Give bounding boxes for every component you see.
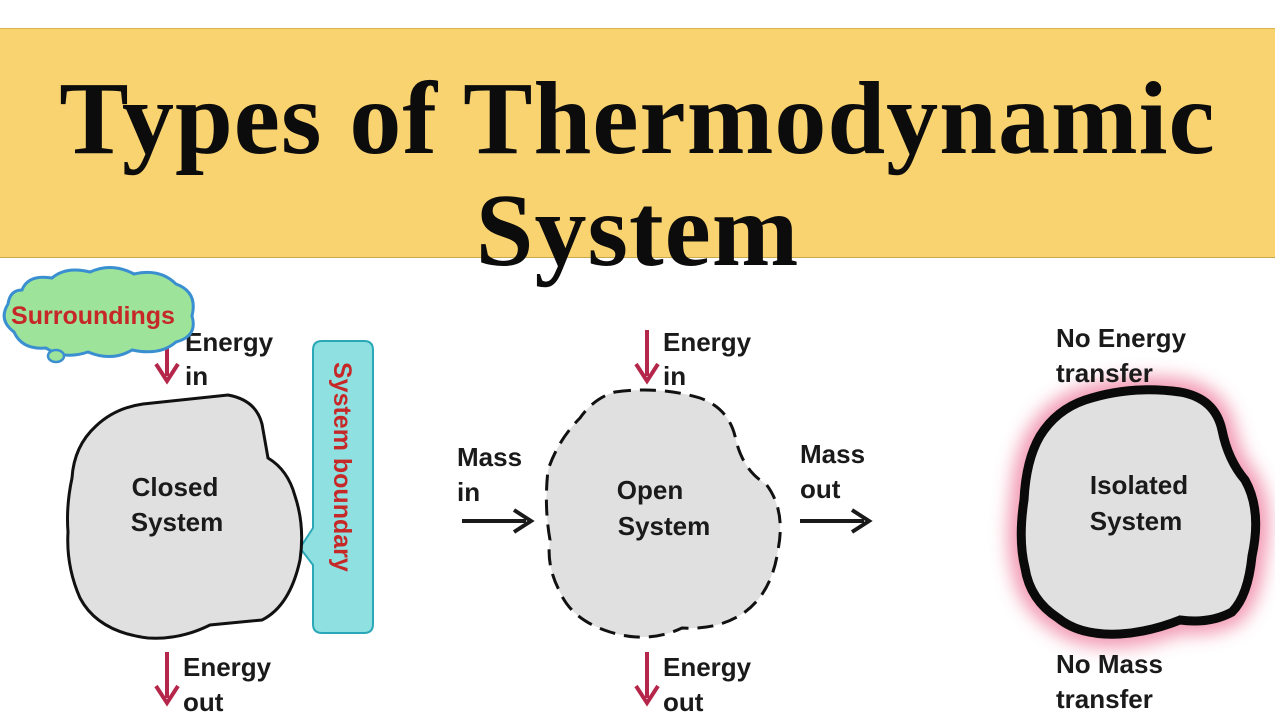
- open-mass-in-label-1: Mass: [457, 442, 522, 472]
- closed-system-label-2: System: [131, 507, 224, 537]
- open-energy-out-label-2: out: [663, 687, 704, 717]
- closed-system-group: System boundary Closed System Energy in …: [66, 327, 374, 717]
- no-energy-transfer-label-1: No Energy: [1056, 323, 1187, 353]
- system-boundary-callout: [298, 340, 374, 634]
- top-strip: [0, 0, 1275, 28]
- no-mass-transfer-label-1: No Mass: [1056, 649, 1163, 679]
- closed-energy-in-label-1: Energy: [185, 327, 274, 357]
- surroundings-label: Surroundings: [11, 302, 175, 330]
- no-mass-transfer-label-2: transfer: [1056, 684, 1153, 714]
- system-boundary-label: System boundary: [328, 362, 356, 572]
- closed-energy-out-label-2: out: [183, 687, 224, 717]
- open-mass-out-label-1: Mass: [800, 439, 865, 469]
- no-energy-transfer-label-2: transfer: [1056, 358, 1153, 388]
- open-mass-out-label-2: out: [800, 474, 841, 504]
- open-energy-out-arrow: [634, 652, 660, 707]
- open-energy-in-arrow: [634, 330, 660, 385]
- open-mass-out-arrow: [800, 508, 873, 534]
- surroundings-cloud: Surroundings: [2, 266, 195, 364]
- open-mass-in-label-2: in: [457, 477, 480, 507]
- open-system-label-2: System: [618, 511, 711, 541]
- title-line-1: Types of Thermodynamic: [59, 61, 1216, 176]
- open-energy-in-label-2: in: [663, 361, 686, 391]
- isolated-system-label-2: System: [1090, 506, 1183, 536]
- open-mass-in-arrow: [462, 508, 535, 534]
- title-banner: Types of Thermodynamic System: [0, 28, 1275, 288]
- isolated-system-group: Isolated System No Energy transfer No Ma…: [1008, 323, 1269, 714]
- open-energy-out-label-1: Energy: [663, 652, 752, 682]
- open-system-label-1: Open: [617, 475, 683, 505]
- closed-energy-out-label-1: Energy: [183, 652, 272, 682]
- isolated-system-shape: [1016, 385, 1261, 639]
- isolated-system-label-1: Isolated: [1090, 470, 1188, 500]
- open-system-shape: [544, 388, 782, 639]
- closed-energy-out-arrow: [154, 652, 180, 707]
- closed-system-shape: [66, 393, 304, 640]
- open-system-group: Open System Energy in Energy out Mass in: [457, 327, 873, 717]
- open-energy-in-label-1: Energy: [663, 327, 752, 357]
- title-line-2: System: [475, 173, 800, 288]
- closed-energy-in-label-2: in: [185, 361, 208, 391]
- closed-system-label-1: Closed: [132, 472, 219, 502]
